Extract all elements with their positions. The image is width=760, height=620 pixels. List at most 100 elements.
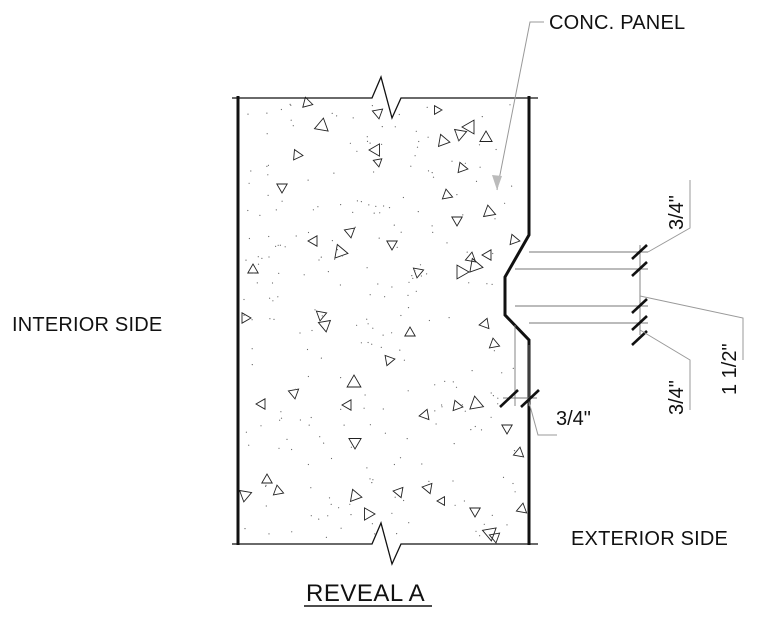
aggregate-dot	[303, 274, 305, 276]
aggregate-triangle	[343, 227, 356, 239]
aggregate-triangle	[272, 484, 285, 496]
aggregate-dot	[374, 533, 376, 535]
aggregate-dot	[428, 480, 430, 482]
aggregate-dot	[319, 436, 321, 438]
aggregate-triangle	[276, 183, 288, 194]
aggregate-dot	[406, 438, 408, 440]
dim-depth-three-quarter: 3/4"	[556, 408, 591, 430]
aggregate-dot	[466, 251, 468, 253]
aggregate-dot	[480, 429, 483, 431]
aggregate-dot	[497, 403, 499, 405]
aggregate-triangle	[341, 399, 352, 411]
aggregate-dot	[250, 170, 252, 172]
aggregate-dot	[277, 493, 279, 495]
aggregate-dot	[251, 319, 253, 321]
aggregate-dot	[492, 252, 494, 255]
aggregate-dot	[265, 484, 267, 486]
aggregate-dot	[306, 348, 309, 351]
aggregate-dot	[369, 142, 371, 144]
aggregate-triangle	[478, 317, 490, 330]
aggregate-triangle	[453, 128, 468, 142]
aggregate-dot	[491, 283, 493, 285]
aggregate-dot	[512, 367, 514, 369]
aggregate-triangle	[515, 502, 528, 514]
aggregate-triangle	[469, 395, 485, 410]
aggregate-dot	[464, 162, 466, 164]
dimension-ticks	[499, 244, 648, 408]
aggregate-dot	[475, 180, 478, 182]
aggregate-dot	[290, 104, 292, 106]
aggregate-dot	[312, 209, 314, 211]
aggregate-dot	[497, 397, 499, 399]
aggregate-dot	[419, 264, 422, 266]
aggregate-dot	[366, 140, 369, 142]
aggregate-dot	[426, 106, 428, 108]
aggregate-dot	[279, 244, 281, 246]
aggregate-dot	[243, 298, 245, 301]
aggregate-dot	[340, 408, 342, 410]
aggregate-triangle	[481, 249, 492, 261]
aggregate-dot	[369, 294, 371, 296]
concrete-aggregate-hatch	[238, 96, 528, 544]
aggregate-triangle	[372, 158, 383, 168]
aggregate-dot	[513, 450, 516, 452]
aggregate-dot	[289, 103, 291, 105]
aggregate-dot	[295, 235, 297, 237]
aggregate-dot	[501, 372, 503, 374]
aggregate-dot	[399, 349, 401, 351]
aggregate-dot	[251, 348, 253, 350]
aggregate-dot	[259, 214, 261, 216]
aggregate-dot	[247, 113, 249, 115]
aggregate-dot	[307, 375, 309, 378]
aggregate-dot	[328, 497, 331, 499]
aggregate-dot	[251, 364, 253, 366]
aggregate-dot	[382, 408, 384, 410]
aggregate-dot	[352, 211, 354, 213]
aggregate-dot	[279, 419, 281, 421]
aggregate-dot	[341, 255, 344, 257]
aggregate-dot	[368, 204, 370, 206]
aggregate-dot	[261, 257, 263, 259]
aggregate-dot	[372, 479, 374, 481]
aggregate-triangle	[488, 532, 501, 544]
aggregate-dot	[483, 523, 485, 525]
aggregate-dot	[373, 212, 375, 214]
aggregate-dot	[468, 282, 470, 284]
aggregate-triangle	[404, 326, 416, 337]
panel-label: CONC. PANEL	[549, 12, 685, 34]
aggregate-dot	[272, 300, 274, 302]
aggregate-dot	[366, 136, 368, 138]
aggregate-dot	[340, 527, 342, 529]
aggregate-dot	[327, 271, 329, 273]
aggregate-dot	[248, 237, 250, 240]
aggregate-triangle	[315, 310, 328, 322]
aggregate-triangle	[255, 398, 266, 410]
top-break-line	[232, 75, 538, 120]
aggregate-dot	[286, 438, 288, 440]
aggregate-dot	[391, 512, 393, 514]
leader-lines	[496, 21, 744, 436]
aggregate-triangle	[501, 424, 513, 435]
aggregate-dot	[463, 500, 465, 502]
aggregate-dot	[280, 417, 283, 419]
aggregate-dot	[350, 514, 352, 516]
aggregate-dot	[307, 463, 309, 466]
aggregate-dot	[266, 112, 268, 114]
aggregate-triangle	[287, 388, 300, 400]
aggregate-dot	[256, 282, 258, 284]
aggregate-dot	[456, 194, 458, 196]
aggregate-dot	[339, 284, 341, 286]
aggregate-triangle	[461, 119, 475, 135]
aggregate-dot	[383, 205, 385, 207]
aggregate-dot	[349, 142, 351, 144]
aggregate-dot	[299, 419, 301, 421]
aggregate-dot	[457, 139, 459, 141]
aggregate-dot	[454, 504, 456, 506]
aggregate-dot	[431, 172, 433, 174]
aggregate-dot	[260, 425, 262, 427]
aggregate-dot	[352, 117, 354, 119]
aggregate-dot	[415, 130, 417, 132]
aggregate-triangle	[317, 319, 332, 333]
aggregate-triangle	[307, 235, 318, 247]
dim-top-three-quarter: 3/4"	[666, 195, 688, 230]
